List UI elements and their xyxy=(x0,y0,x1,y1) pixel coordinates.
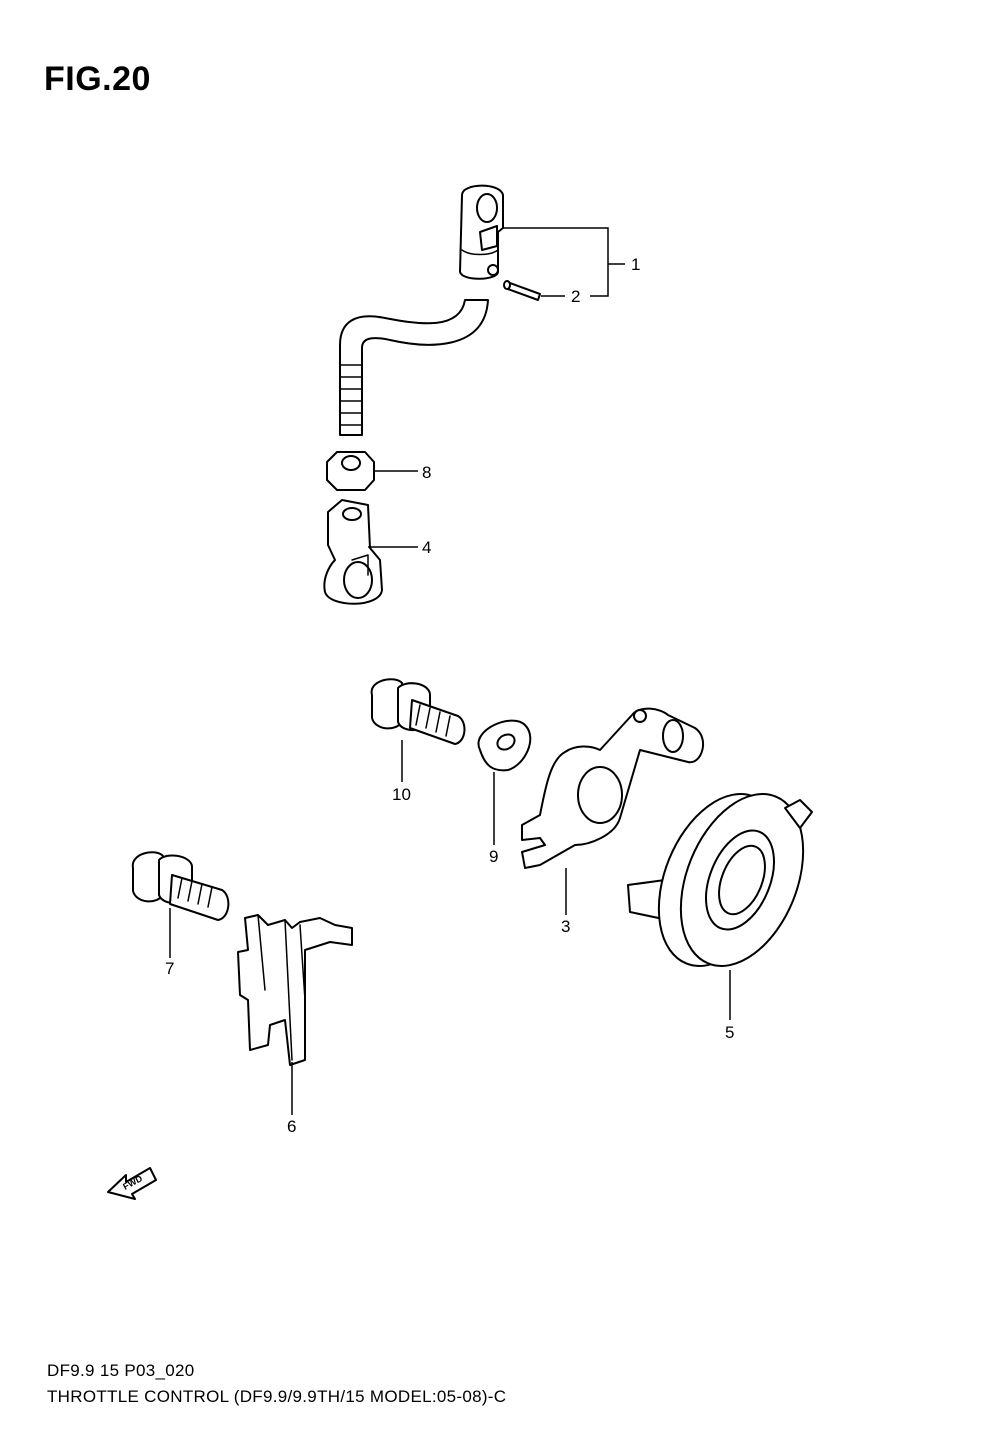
part-2-pin xyxy=(503,280,541,301)
footer-diagram-code: DF9.9 15 P03_020 xyxy=(47,1361,195,1380)
callout-1: 1 xyxy=(631,255,640,274)
leader-lines xyxy=(169,227,731,1115)
part-6-bracket xyxy=(237,914,353,1066)
part-7-bolt xyxy=(131,851,230,921)
callout-9: 9 xyxy=(489,847,498,866)
callout-10: 10 xyxy=(392,785,411,804)
callout-8: 8 xyxy=(422,463,431,482)
part-10-bolt xyxy=(370,678,466,745)
part-3-throttle-lever xyxy=(521,707,705,869)
part-4-lower-joint xyxy=(323,499,383,605)
footer-diagram-title: THROTTLE CONTROL (DF9.9/9.9TH/15 MODEL:0… xyxy=(47,1387,507,1406)
callout-7: 7 xyxy=(165,959,174,978)
figure-title: FIG.20 xyxy=(44,60,151,98)
callout-6: 6 xyxy=(287,1117,296,1136)
part-8-nut xyxy=(326,451,375,491)
part-9-washer xyxy=(477,719,532,772)
part-1-throttle-rod xyxy=(339,184,504,436)
callout-5: 5 xyxy=(725,1023,734,1042)
callout-4: 4 xyxy=(422,538,431,557)
callout-2: 2 xyxy=(571,287,580,306)
callout-3: 3 xyxy=(561,917,570,936)
part-5-pulley xyxy=(627,793,813,967)
fwd-arrow-icon: FWD xyxy=(107,1167,157,1200)
